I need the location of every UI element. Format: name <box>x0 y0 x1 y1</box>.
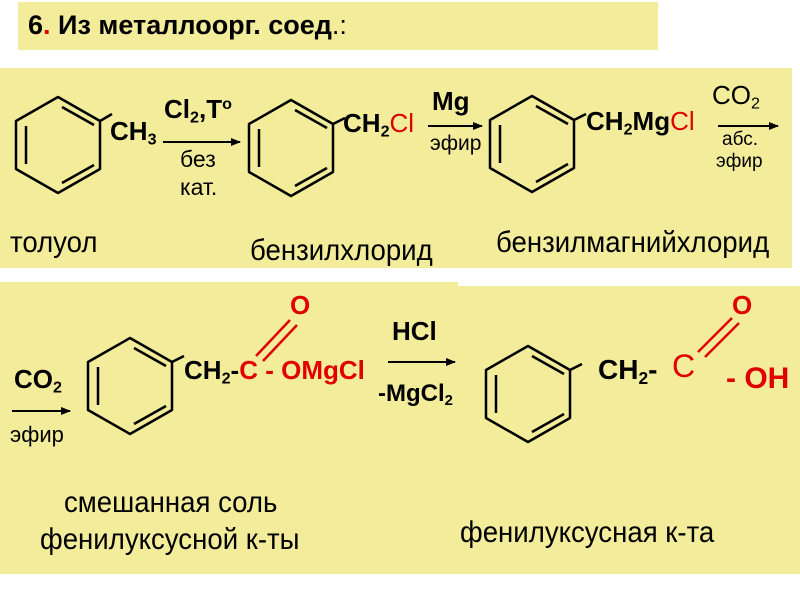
toluene-ch3-group: CH3 <box>110 118 157 148</box>
salt-name-line2: фенилуксусной к-ты <box>40 523 300 556</box>
salt-ch2-subscript: 2 <box>221 369 231 388</box>
step4-reagent-base: CO <box>14 364 53 394</box>
step4-condition: эфир <box>10 422 64 447</box>
salt-ch2-dash: - <box>230 355 240 385</box>
reaction-panel-bottom <box>0 282 458 574</box>
reaction-panel-top <box>0 68 792 268</box>
step3-reagent-subscript: 2 <box>751 94 760 113</box>
step3-reagent: CO2 <box>712 82 760 112</box>
step1-reagent-base: Cl <box>164 94 190 124</box>
step3-condition-line1: абс. <box>722 129 759 150</box>
step2-condition: эфир <box>430 132 482 155</box>
acid-ch2-subscript: 2 <box>638 367 649 388</box>
acid-hydroxyl: - OH <box>726 362 790 395</box>
benzyl-chloride-ch2-base: CH <box>343 108 381 138</box>
toluene-name: толуол <box>10 226 98 259</box>
step1-condition-line1: без <box>180 146 216 172</box>
reaction-panel-bottom-right <box>458 286 800 574</box>
salt-ch2-base: CH <box>184 355 222 385</box>
grignard-ch2-subscript: 2 <box>623 120 633 139</box>
step5-byproduct-base: -MgCl <box>378 380 445 407</box>
acid-oxygen: O <box>732 290 753 320</box>
step1-reagent-mid: ,T <box>198 94 223 124</box>
step3-condition-line2: эфир <box>716 151 763 172</box>
title-panel <box>18 2 658 50</box>
benzyl-chloride-cl: Cl <box>389 108 415 138</box>
toluene-ch3-base: CH <box>110 116 148 146</box>
grignard-benzene-ring <box>488 94 587 194</box>
acid-ch2-base: CH <box>598 354 639 385</box>
toluene-benzene-ring <box>14 95 113 195</box>
step2-reagent: Mg <box>432 86 470 116</box>
step5-byproduct: -MgCl2 <box>378 382 453 409</box>
salt-benzene-ring <box>86 336 185 436</box>
title-number: 6 <box>28 10 44 40</box>
step3-reagent-base: CO <box>712 80 751 110</box>
slide-title: 6. Из металлоорг. соед.: <box>28 12 347 39</box>
title-dot: . <box>43 10 51 40</box>
benzyl-chloride-benzene-ring <box>247 98 346 198</box>
grignard-ch2-base: CH <box>586 106 624 136</box>
acid-benzene-ring <box>484 344 583 444</box>
grignard-cl: Cl <box>670 106 695 136</box>
step1-reagent-subscript: 2 <box>190 108 199 127</box>
step1-condition-line2: кат. <box>180 174 218 200</box>
acid-ch2: CH2- <box>598 356 657 387</box>
step4-reagent: CO2 <box>14 366 62 396</box>
grignard-mg: Mg <box>632 106 671 136</box>
benzyl-chloride-name: бензилхлорид <box>250 234 433 267</box>
acid-carbon: C <box>672 348 696 384</box>
salt-formula: CH2-C - OMgCl <box>184 357 365 387</box>
grignard-name: бензилмагнийхлорид <box>496 226 770 259</box>
step5-byproduct-subscript: 2 <box>444 393 453 410</box>
grignard-group: CH2MgCl <box>586 108 695 138</box>
salt-carbon: C <box>239 355 258 385</box>
benzyl-chloride-group: CH2Cl <box>343 110 414 140</box>
step5-reagent: HCl <box>392 316 437 346</box>
salt-omgcl: - OMgCl <box>257 355 365 385</box>
step4-reagent-subscript: 2 <box>53 378 62 397</box>
toluene-ch3-subscript: 3 <box>147 130 157 149</box>
acid-carbonyl-double-bond <box>697 317 740 358</box>
salt-oxygen: O <box>290 290 311 320</box>
step1-reagent: Cl2,To <box>164 96 232 126</box>
title-text: Из металлоорг. соед <box>50 10 332 40</box>
salt-name-line1: смешанная соль <box>64 486 278 519</box>
benzyl-chloride-ch2-subscript: 2 <box>380 122 390 141</box>
title-tail: .: <box>331 10 347 40</box>
acid-name: фенилуксусная к-та <box>460 516 715 549</box>
step1-reagent-superscript: o <box>222 95 232 114</box>
salt-carbonyl-double-bond <box>255 319 298 362</box>
acid-ch2-dash: - <box>648 354 658 385</box>
